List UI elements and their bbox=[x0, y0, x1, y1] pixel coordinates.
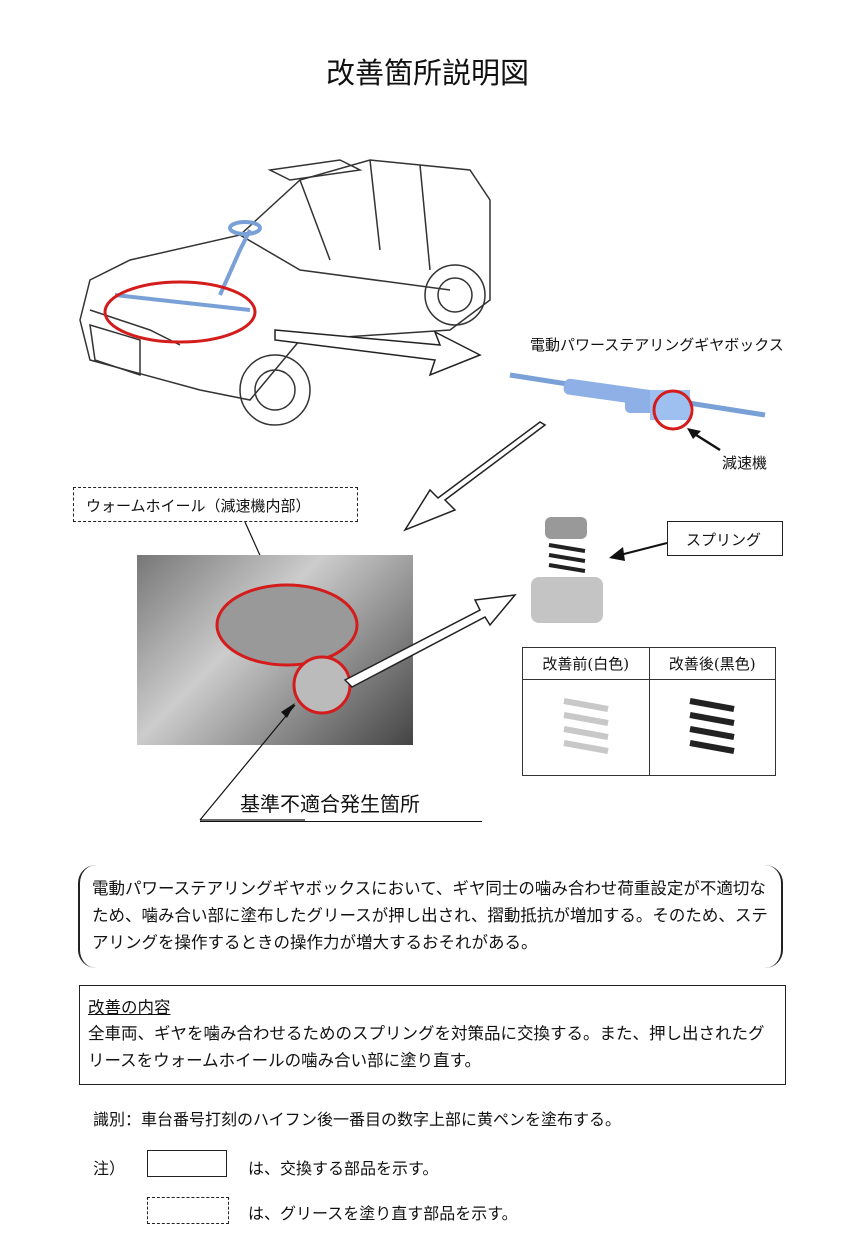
spring-part-image bbox=[531, 517, 603, 623]
dashed-box-note: は、グリースを塗り直す部品を示す。 bbox=[248, 1204, 518, 1223]
worm-wheel-label: ウォームホイール（減速機内部） bbox=[73, 487, 358, 522]
defect-description-box: 電動パワーステアリングギヤボックスにおいて、ギヤ同士の噛み合わせ荷重設定が不適切… bbox=[78, 865, 783, 968]
solid-box-legend bbox=[147, 1150, 227, 1177]
dashed-box-legend bbox=[147, 1197, 229, 1224]
gearbox-label: 電動パワーステアリングギヤボックス bbox=[530, 336, 784, 354]
improvement-box: 改善の内容 全車両、ギヤを噛み合わせるためのスプリングを対策品に交換する。また、… bbox=[79, 985, 786, 1085]
spring-comparison-table: 改善前(白色)改善後(黒色) bbox=[522, 647, 776, 776]
defect-location-label: 基準不適合発生箇所 bbox=[240, 792, 420, 816]
reducer-photo bbox=[137, 555, 413, 745]
arrow-down-left-icon bbox=[403, 421, 547, 532]
header-before: 改善前(白色) bbox=[522, 647, 650, 680]
solid-box-note: は、交換する部品を示す。 bbox=[248, 1159, 439, 1178]
arrow-icon bbox=[687, 428, 721, 452]
improvement-text: 全車両、ギヤを噛み合わせるためのスプリングを対策品に交換する。また、押し出された… bbox=[88, 1024, 765, 1070]
car-illustration bbox=[79, 159, 491, 426]
black-spring-image bbox=[689, 697, 735, 754]
reducer-label: 減速機 bbox=[722, 454, 768, 472]
highlight-circle bbox=[103, 280, 257, 344]
identification-text: 識別：車台番号打刻のハイフン後一番目の数字上部に黄ペンを塗布する。 bbox=[93, 1110, 622, 1129]
spring-label: スプリング bbox=[667, 521, 783, 556]
white-spring-image bbox=[563, 697, 609, 754]
arrow-up-right-icon bbox=[343, 594, 517, 688]
defect-description: 電動パワーステアリングギヤボックスにおいて、ギヤ同士の噛み合わせ荷重設定が不適切… bbox=[92, 879, 768, 952]
page-title: 改善箇所説明図 bbox=[325, 56, 529, 90]
arrow-right-icon bbox=[274, 329, 482, 377]
note-prefix: 注） bbox=[93, 1159, 126, 1178]
gearbox-image bbox=[509, 372, 766, 431]
improvement-heading: 改善の内容 bbox=[88, 998, 171, 1017]
header-after: 改善後(黒色) bbox=[648, 647, 776, 680]
